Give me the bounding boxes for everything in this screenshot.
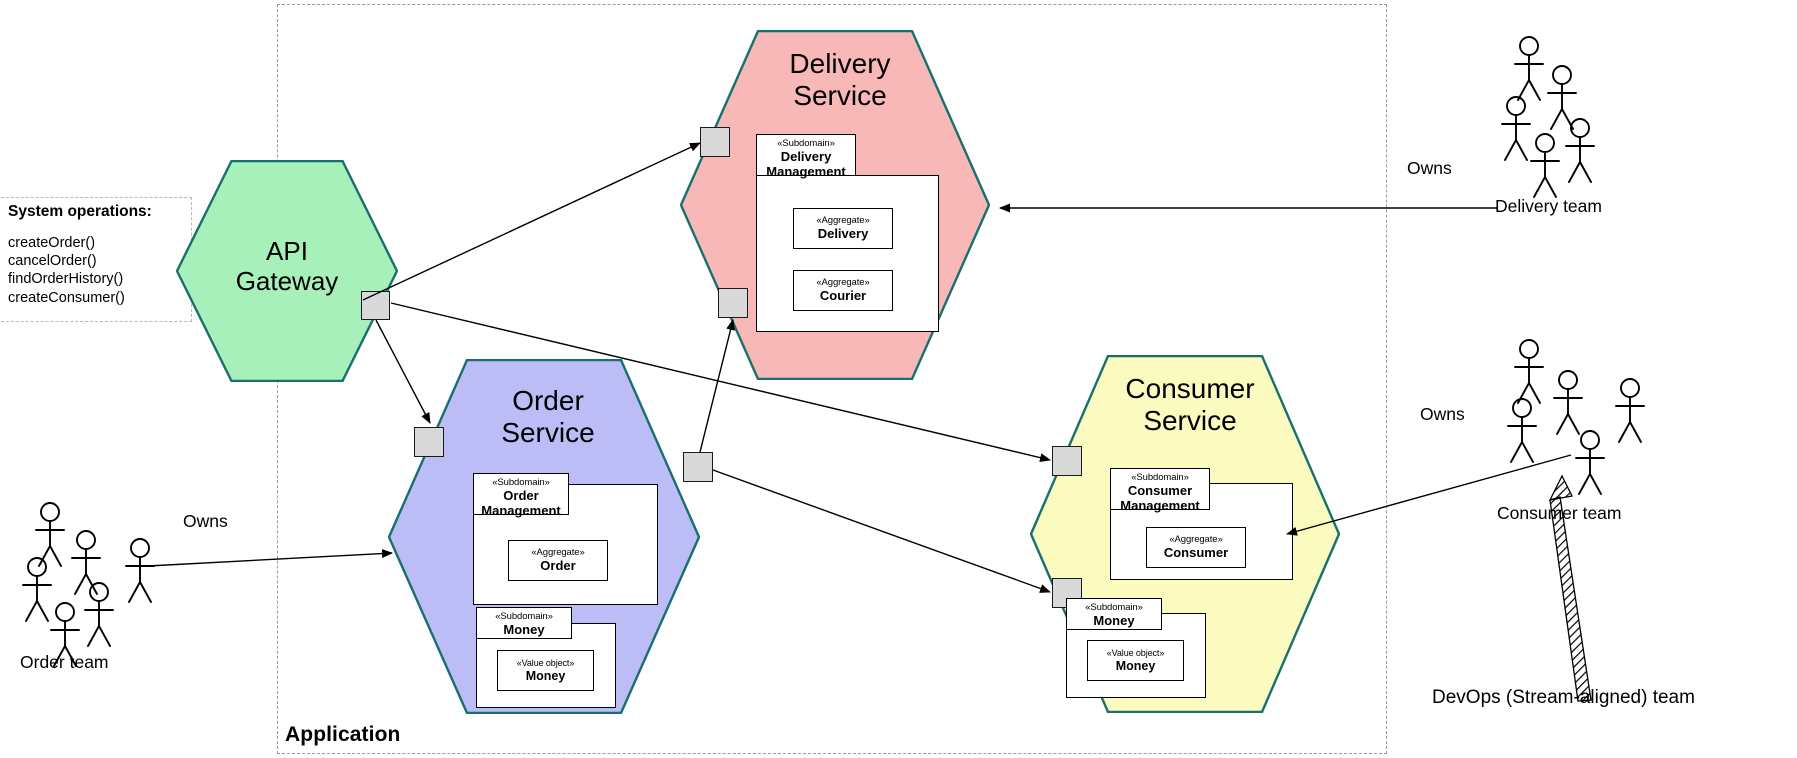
order-team-label: Order team [20,652,109,672]
owns-label-order: Owns [183,511,228,531]
system-operation-item: findOrderHistory() [8,271,124,288]
stick-figure [84,582,114,647]
stick-figure [1514,36,1544,101]
stick-figure [1514,339,1544,404]
subdomain-order-money: «Subdomain» Money [476,607,572,639]
application-boundary-label: Application [285,723,401,746]
system-operation-item: createOrder() [8,235,96,251]
owns-label-delivery: Owns [1407,158,1452,178]
system-operations-note [0,197,192,322]
stick-figure [22,557,52,622]
subdomain-order-management: «Subdomain» Order Management [473,473,569,518]
subdomain-name: Order Management [481,488,561,518]
stick-figure [1553,370,1583,435]
devops-team-label: DevOps (Stream-aligned) team [1432,687,1695,708]
subdomain-name: Consumer Management [1120,483,1200,513]
system-operations-title: System operations: [8,203,152,220]
port-consumer-in-top[interactable] [1052,446,1082,476]
stick-figure [50,602,80,667]
stick-figure [1507,398,1537,463]
stick-figure [1530,133,1560,198]
consumer-team-label: Consumer team [1497,503,1622,523]
stick-figure [125,538,155,603]
system-operation-item: cancelOrder() [8,253,97,270]
api-gateway-hexagon-shape [175,159,399,383]
subdomain-name: Delivery Management [766,149,846,179]
aggregate-consumer: «Aggregate» Consumer [1146,527,1246,568]
owns-label-consumer: Owns [1420,404,1465,424]
aggregate-order: «Aggregate» Order [508,540,608,581]
delivery-team-label: Delivery team [1495,196,1602,216]
value-object-order-money: «Value object» Money [497,650,594,691]
stick-figure [1501,96,1531,161]
aggregate-delivery: «Aggregate» Delivery [793,208,893,249]
stick-figure [71,530,101,595]
system-operation-item: createConsumer() [8,289,125,306]
stick-figure [1547,65,1577,130]
stick-figure [1615,378,1645,443]
stick-figure [1565,118,1595,183]
port-delivery-in-top[interactable] [700,127,730,157]
subdomain-consumer-money: «Subdomain» Money [1066,598,1162,630]
subdomain-delivery-management: «Subdomain» Delivery Management [756,134,856,179]
stick-figure [1575,430,1605,495]
stick-figure [35,502,65,567]
subdomain-consumer-management: «Subdomain» Consumer Management [1110,468,1210,513]
value-object-consumer-money: «Value object» Money [1087,640,1184,681]
system-operations-content: System operations: createOrder() cancelO… [8,203,198,307]
